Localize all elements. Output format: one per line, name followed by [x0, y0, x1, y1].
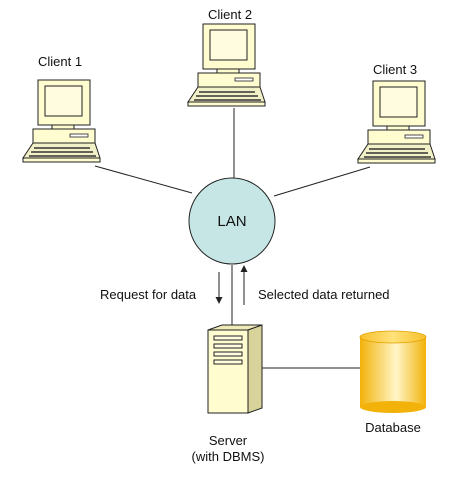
server-label-line1: Server	[208, 433, 248, 448]
client1-label: Client 1	[38, 54, 83, 69]
server-tower-icon	[207, 324, 263, 414]
database-label: Database	[365, 420, 421, 435]
returned-arrow	[240, 265, 248, 305]
server-label-line2: (with DBMS)	[191, 449, 265, 464]
lan-hub-circle	[188, 177, 276, 265]
client2-computer-icon	[187, 23, 266, 107]
lan-label: LAN	[217, 213, 247, 230]
client3-computer-icon	[357, 80, 436, 164]
connection-lines	[94, 108, 371, 369]
client1-computer-icon	[22, 79, 101, 163]
database-cylinder-icon	[359, 330, 427, 413]
request-arrow	[215, 272, 223, 304]
client3-label: Client 3	[373, 62, 418, 77]
returned-label: Selected data returned	[258, 287, 390, 302]
line-client3-lan	[273, 166, 371, 197]
request-label: Request for data	[100, 287, 197, 302]
client2-label: Client 2	[208, 7, 253, 22]
line-client1-lan	[94, 165, 193, 194]
